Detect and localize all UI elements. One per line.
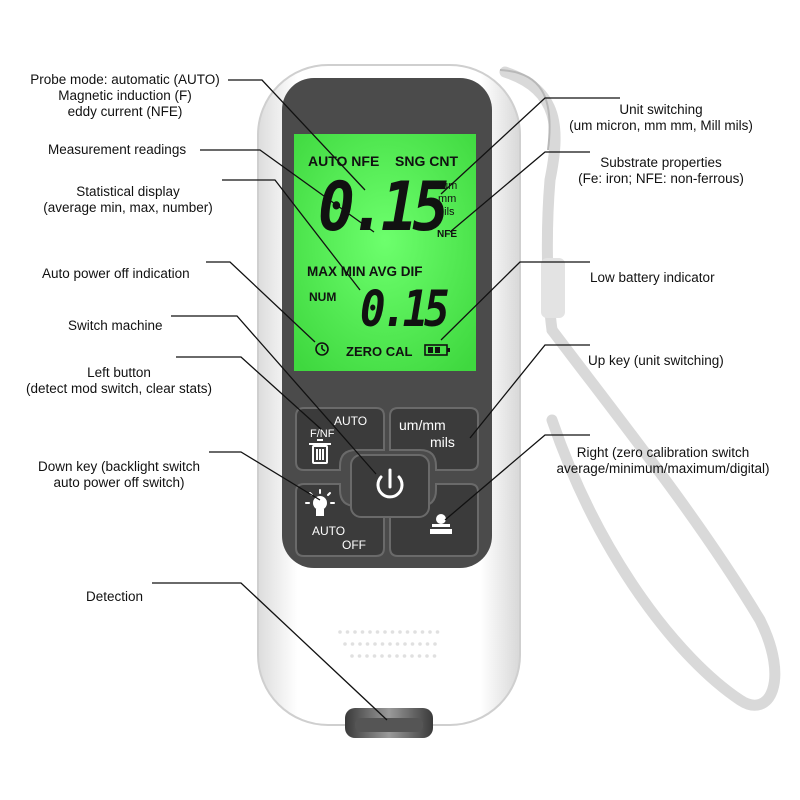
speaker-grille (338, 630, 440, 658)
lcd-main-reading: 0.15 (318, 168, 449, 247)
label-unit-switching: Unit switching(um micron, mm mm, Mill mi… (569, 102, 753, 133)
lcd-unit-mm: mm (438, 193, 457, 205)
power-icon (376, 468, 404, 499)
label-probe-mode: Probe mode: automatic (AUTO)Magnetic ind… (30, 72, 220, 119)
lcd-unit-mils: mils (435, 206, 455, 218)
label-statistical-display: Statistical display(average min, max, nu… (43, 184, 213, 215)
down-button-off-label: OFF (342, 538, 366, 552)
lanyard-clip (541, 258, 565, 318)
zero-calibration-icon (430, 514, 452, 534)
leader-lines (152, 79, 620, 721)
label-substrate-properties: Substrate properties(Fe: iron; NFE: non-… (578, 155, 744, 186)
up-button-um-mm-label: um/mm (399, 417, 446, 433)
lcd-stat-reading: 0.15 (360, 280, 450, 338)
lcd-mode-sng-cnt: SNG CNT (395, 153, 458, 169)
label-detection: Detection (86, 589, 144, 604)
label-left-button: Left button(detect mod switch, clear sta… (25, 365, 213, 396)
label-up-key: Up key (unit switching) (588, 353, 724, 368)
down-button-auto-label: AUTO (312, 524, 346, 538)
lcd-unit-um: um (442, 180, 458, 192)
lcd-num-label: NUM (309, 290, 337, 304)
label-switch-machine: Switch machine (68, 318, 163, 333)
left-button-auto-label: AUTO (334, 414, 368, 428)
up-button-mils-label: mils (430, 434, 455, 450)
up-button[interactable] (389, 407, 479, 471)
label-measurement-readings: Measurement readings (48, 142, 187, 157)
lcd-nfe-indicator: NFE (437, 229, 457, 240)
lcd-zero-cal: ZERO CAL (346, 344, 413, 359)
trash-icon (309, 439, 331, 464)
auto-power-off-icon (315, 342, 329, 356)
lcd-mode-auto-nfe: AUTO NFE (308, 153, 380, 169)
lcd-screen (294, 134, 476, 371)
battery-icon (424, 344, 450, 356)
left-button-fnf-label: F/NF (310, 428, 335, 440)
label-auto-power-off: Auto power off indication (42, 266, 190, 281)
label-low-battery: Low battery indicator (590, 270, 715, 285)
lcd-stats-header: MAX MIN AVG DIF (307, 264, 423, 279)
